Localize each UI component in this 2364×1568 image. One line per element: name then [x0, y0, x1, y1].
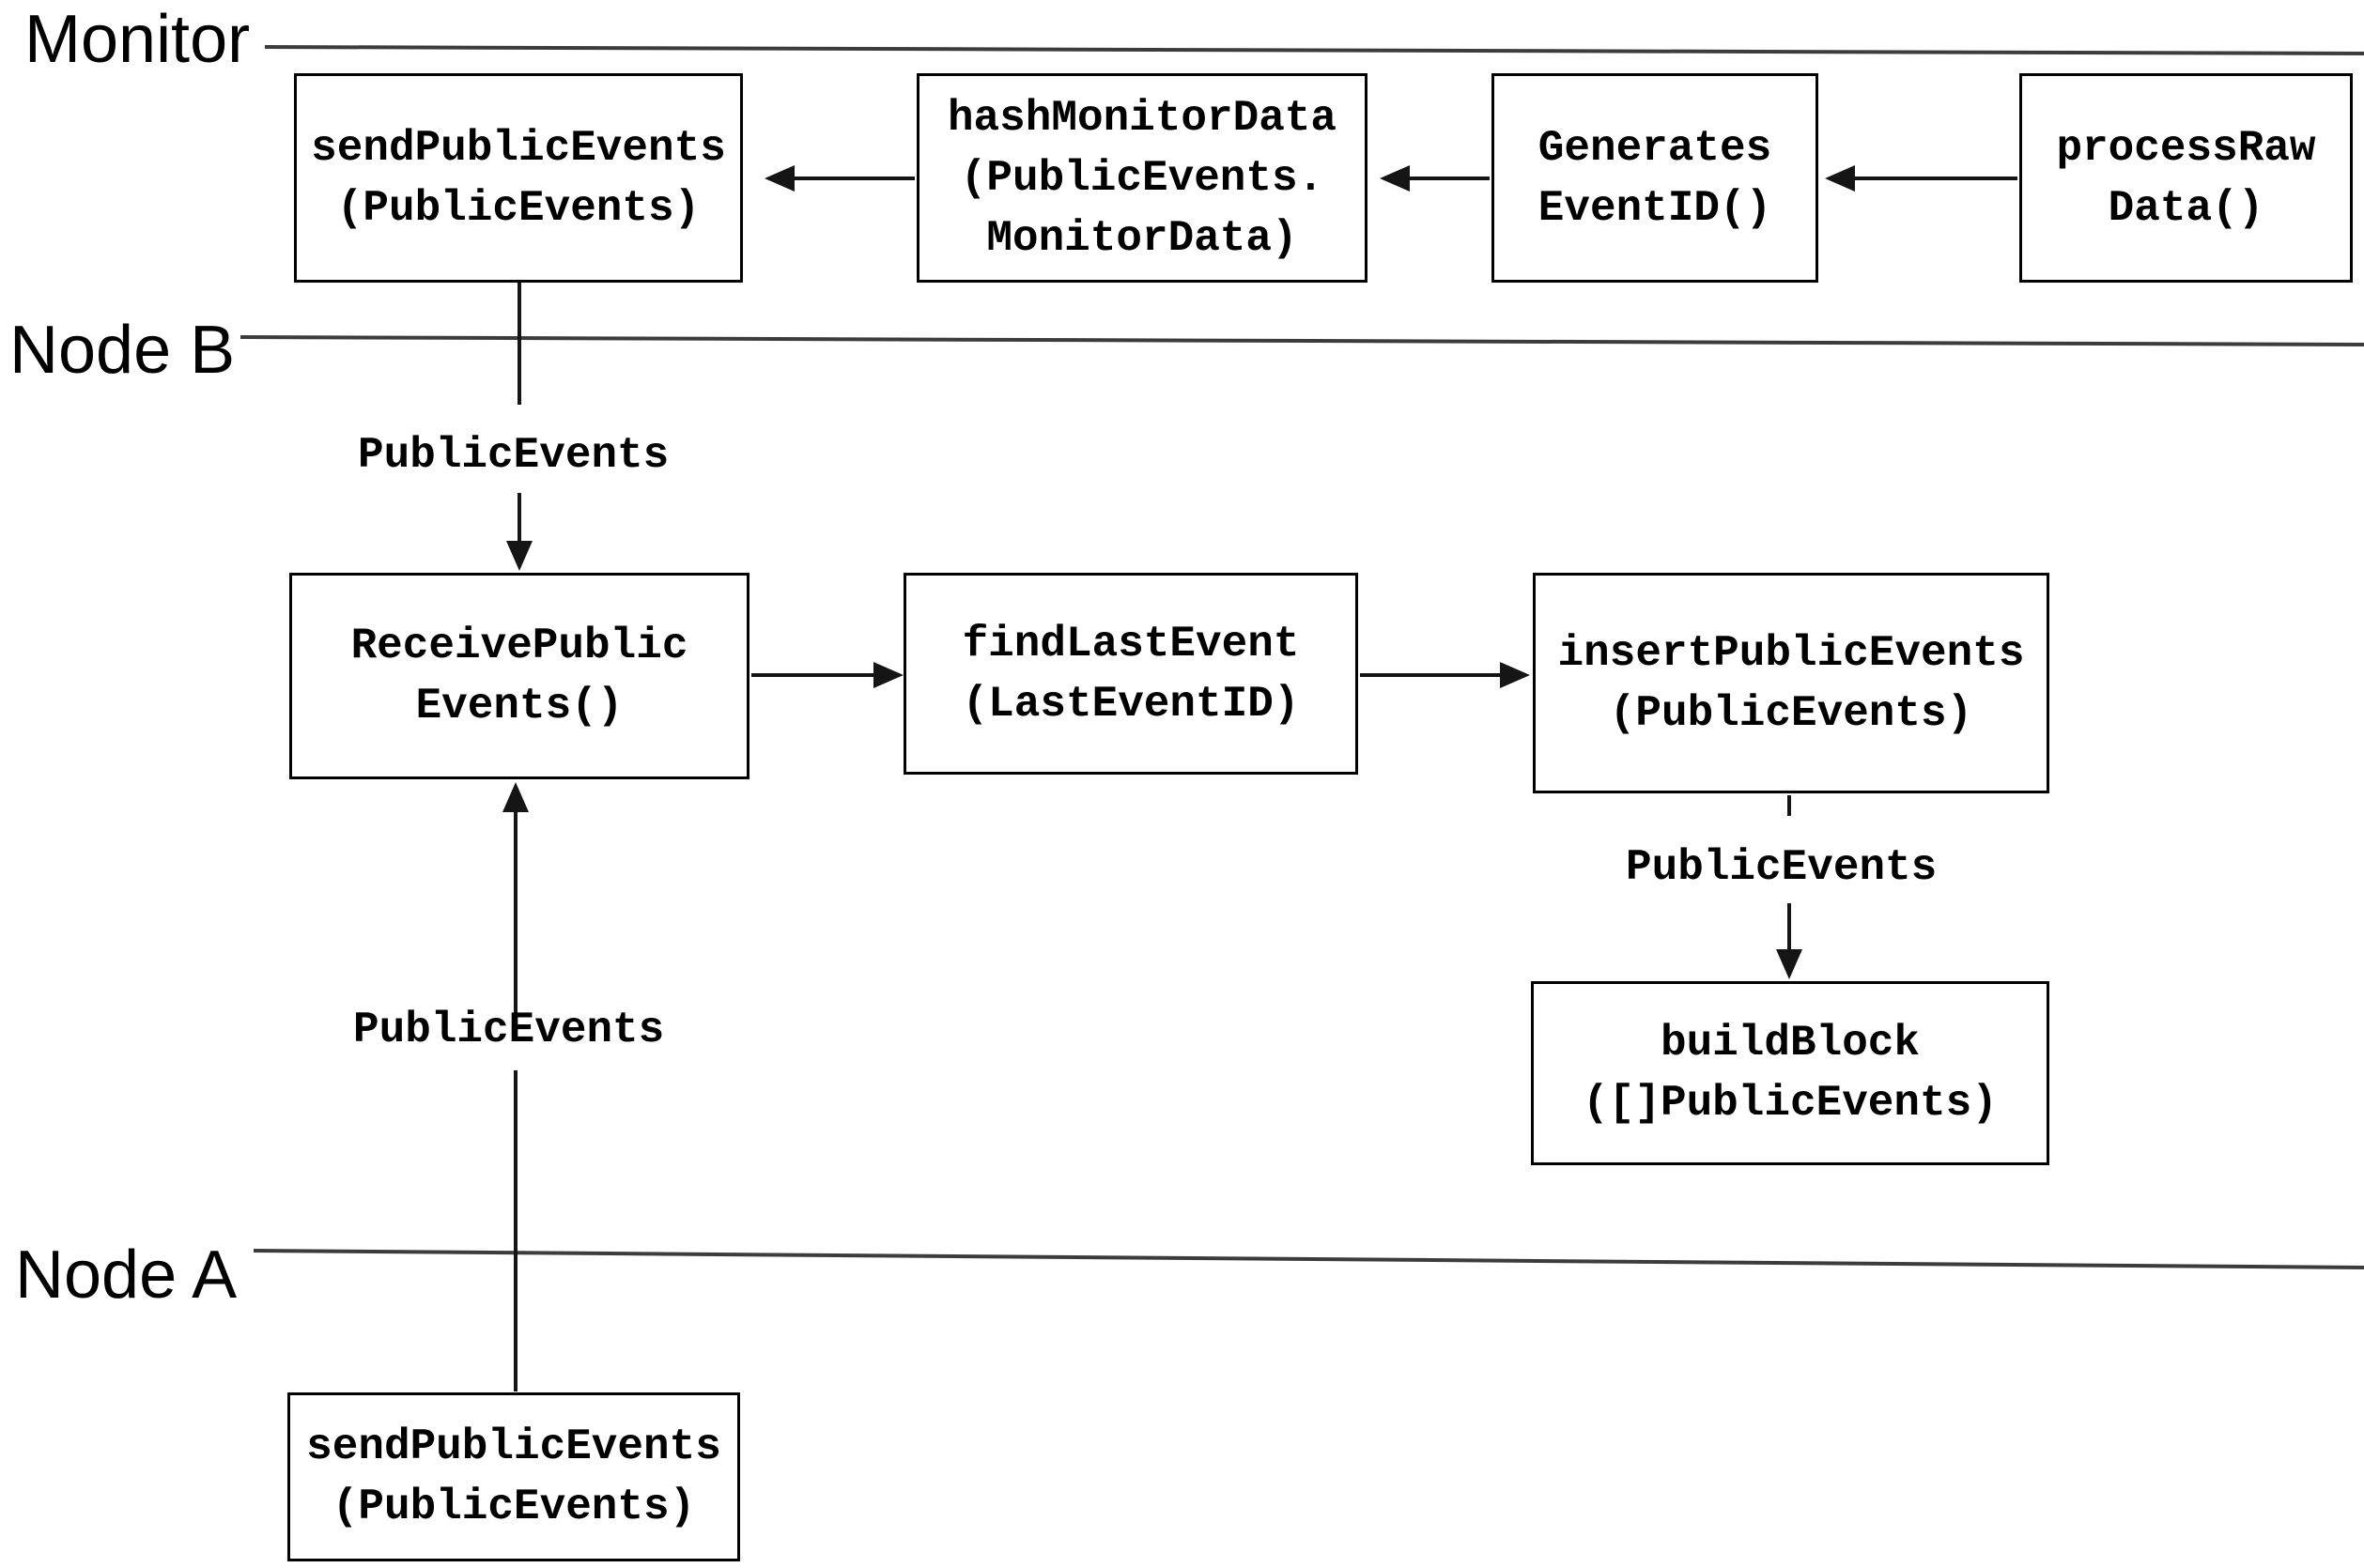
lane-label-node-b: Node B [9, 313, 236, 388]
box-process-raw-data: processRaw Data() [2019, 73, 2353, 283]
box-find-last-event: findLastEvent (LastEventID) [904, 573, 1358, 775]
box-text-line: EventID() [1537, 183, 1772, 233]
box-text-line: (LastEventID) [962, 679, 1300, 729]
box-text-line: Generates [1537, 123, 1772, 173]
box-text-line: ([]PublicEvents) [1583, 1079, 1998, 1128]
box-hash-monitor-data: hashMonitorData (PublicEvents. MonitorDa… [917, 73, 1367, 283]
node-a-lane-line [253, 1249, 2364, 1269]
monitor-lane-line [264, 45, 2364, 55]
box-text-line: processRaw [2056, 123, 2316, 173]
edge-label-public-events-node-a-to-receive: PublicEvents [353, 1006, 665, 1054]
box-text-line: Data() [2108, 183, 2264, 233]
box-text-line: hashMonitorData [947, 93, 1337, 143]
box-text-line: ReceivePublic [350, 622, 688, 670]
lane-label-node-a: Node A [15, 1237, 238, 1313]
box-text-line: (PublicEvents) [332, 1483, 696, 1531]
lane-label-monitor: Monitor [24, 2, 251, 77]
box-receive-public-events: ReceivePublic Events() [289, 573, 749, 779]
box-text-line: (PublicEvents. [960, 153, 1324, 203]
node-b-lane-line [239, 335, 2364, 346]
box-generates-event-id: Generates EventID() [1491, 73, 1818, 283]
box-build-block: buildBlock ([]PublicEvents) [1531, 981, 2049, 1165]
box-text-line: (PublicEvents) [336, 183, 701, 233]
box-text-line: MonitorData) [986, 213, 1298, 263]
box-text-line: (PublicEvents) [1609, 688, 1973, 738]
box-text-line: sendPublicEvents [311, 123, 726, 173]
box-text-line: findLastEvent [962, 619, 1300, 669]
edge-label-public-events-insert-to-build: PublicEvents [1626, 843, 1938, 892]
edge-label-public-events-monitor-to-receive: PublicEvents [358, 431, 670, 480]
box-text-line: insertPublicEvents [1557, 628, 2025, 678]
box-insert-public-events: insertPublicEvents (PublicEvents) [1533, 573, 2049, 793]
box-text-line: Events() [415, 682, 624, 730]
box-send-public-events-node-a: sendPublicEvents (PublicEvents) [287, 1392, 740, 1561]
box-send-public-events-monitor: sendPublicEvents (PublicEvents) [294, 73, 743, 283]
box-text-line: sendPublicEvents [306, 1422, 721, 1471]
box-text-line: buildBlock [1660, 1019, 1921, 1068]
